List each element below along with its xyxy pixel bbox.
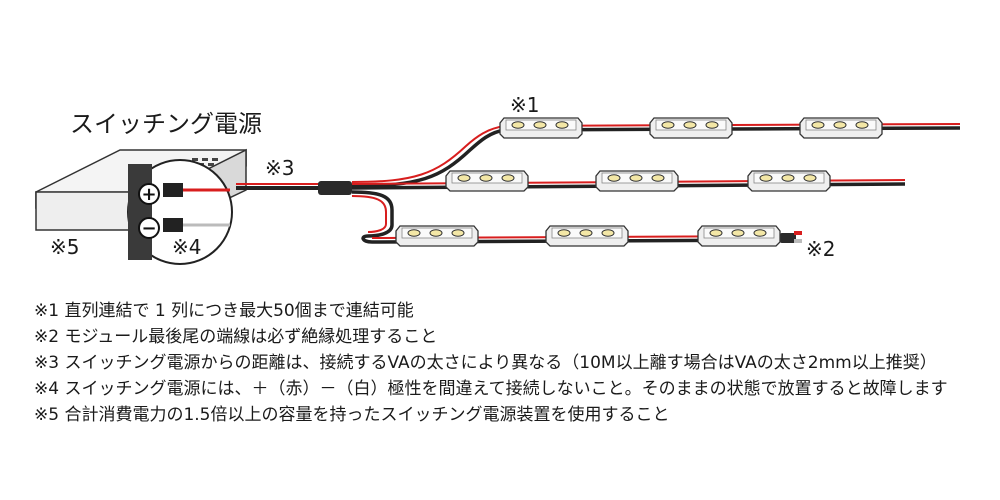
led-module [697,225,781,247]
led-module [799,117,883,139]
plus-terminal-label: + [141,184,156,205]
marker-5: ※5 [50,235,80,259]
led-chip-icon [683,121,697,129]
led-chip-icon [511,121,525,129]
led-chip-icon [501,174,515,182]
led-chip-icon [601,229,615,237]
led-chip-icon [781,174,795,182]
minus-terminal-label: − [141,218,156,239]
led-chip-icon [709,229,723,237]
led-chip-icon [451,229,465,237]
led-chip-icon [759,174,773,182]
led-chip-icon [407,229,421,237]
led-chip-icon [855,121,869,129]
notes-list: ※1 直列連結で 1 列につき最大50個まで連結可能 ※2 モジュール最後尾の端… [34,298,974,428]
end-cap [780,231,802,243]
marker-4: ※4 [172,235,202,259]
led-chip-icon [533,121,547,129]
plus-terminal-icon [138,183,160,205]
led-chip-icon [833,121,847,129]
marker-1: ※1 [510,93,540,117]
led-module [649,117,733,139]
led-chip-icon [803,174,817,182]
led-chip-icon [479,174,493,182]
led-chip-icon [731,229,745,237]
led-module [545,225,629,247]
note-5: ※5 合計消費電力の1.5倍以上の容量を持ったスイッチング電源装置を使用すること [34,405,670,425]
splitter-connector [318,181,352,195]
note-2: ※2 モジュール最後尾の端線は必ず絶縁処理すること [34,327,438,347]
note-1: ※1 直列連結で 1 列につき最大50個まで連結可能 [34,301,414,321]
led-chip-icon [555,121,569,129]
led-chip-icon [429,229,443,237]
led-chip-icon [651,174,665,182]
marker-3: ※3 [265,156,295,180]
led-chip-icon [705,121,719,129]
led-module [445,170,529,192]
led-chip-icon [753,229,767,237]
led-chip-icon [607,174,621,182]
led-module [747,170,831,192]
led-module [595,170,679,192]
minus-terminal-icon [138,217,160,239]
led-chip-icon [579,229,593,237]
led-chip-icon [457,174,471,182]
note-3: ※3 スイッチング電源からの距離は、接続するVAの太さにより異なる（10M以上離… [34,353,937,373]
marker-2: ※2 [806,237,836,261]
led-module [395,225,479,247]
led-modules [395,117,883,247]
led-chip-icon [557,229,571,237]
power-supply-title: スイッチング電源 [70,110,262,138]
led-chip-icon [811,121,825,129]
led-chip-icon [629,174,643,182]
note-4: ※4 スイッチング電源には、＋（赤）－（白）極性を間違えて接続しないこと。そのま… [34,379,948,399]
led-chip-icon [661,121,675,129]
terminal-magnifier: + − [127,159,233,265]
led-module [499,117,583,139]
